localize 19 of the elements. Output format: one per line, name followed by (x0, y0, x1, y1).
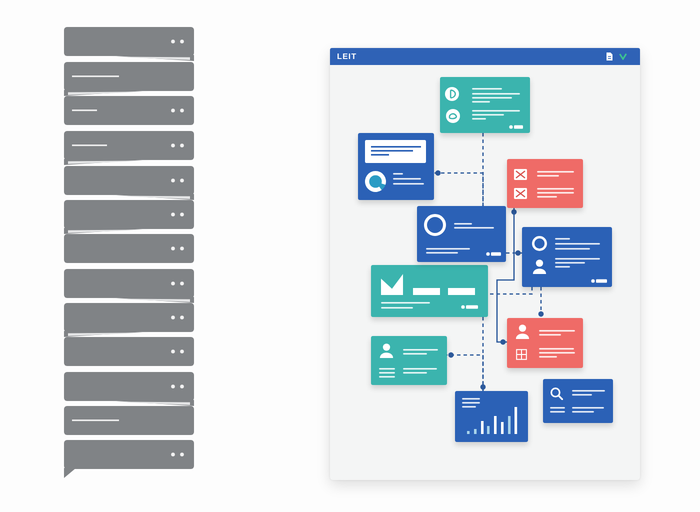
dashed-connector (538, 287, 544, 318)
connector-line (496, 208, 517, 345)
card (507, 318, 583, 368)
card (507, 159, 583, 208)
card (371, 336, 447, 385)
dashed-connector (488, 287, 533, 295)
card (358, 133, 434, 200)
card (455, 391, 528, 442)
card (522, 227, 612, 287)
card (543, 379, 613, 423)
dashed-connector (480, 317, 486, 391)
dashed-connector (447, 352, 484, 391)
app-window (330, 48, 640, 480)
card (417, 206, 506, 262)
window-title: LEIT (337, 52, 357, 61)
dashed-connector (434, 170, 484, 206)
card (440, 77, 530, 133)
dashed-connector (506, 250, 522, 256)
card (371, 265, 488, 317)
